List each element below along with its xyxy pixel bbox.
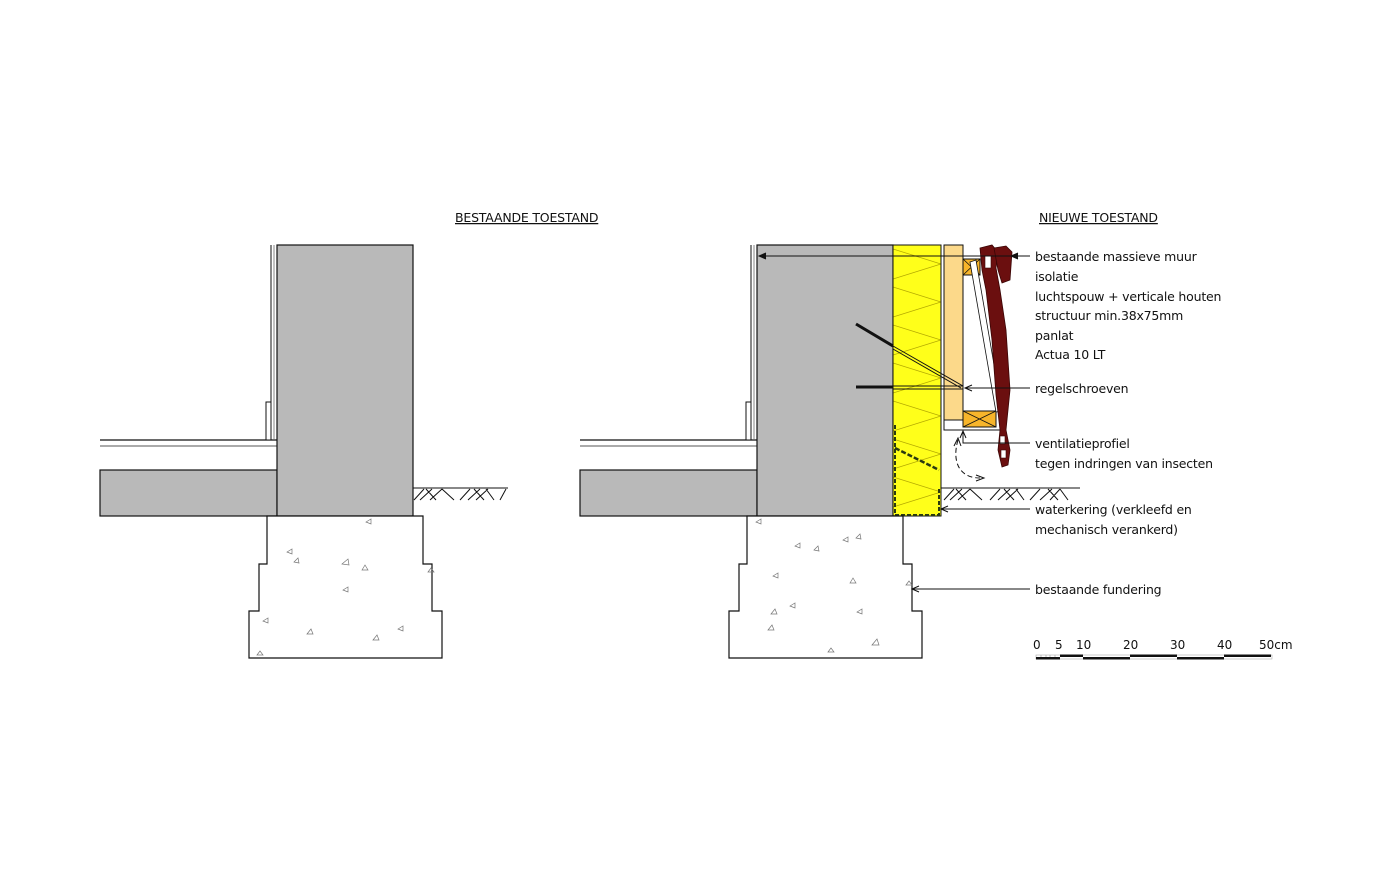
label-insulation: isolatie: [1035, 269, 1079, 284]
waterproofing-membrane: [894, 446, 940, 472]
cladding-panel-top-hook: [993, 245, 1013, 284]
concrete-aggregate: [256, 518, 435, 656]
airflow-arrowhead-icon: [953, 436, 962, 447]
label-insect-protection: tegen indringen van insecten: [1035, 456, 1213, 471]
waterproofing-membrane: [894, 425, 940, 516]
vertical-wooden-batten: [943, 244, 964, 421]
frame-screws: [855, 322, 964, 390]
scale-tick-20: 20: [1123, 638, 1138, 652]
label-counter-batten: panlat: [1035, 328, 1074, 343]
airflow-arrow: [955, 439, 981, 479]
label-screws: regelschroeven: [1035, 381, 1128, 396]
scale-tick-10: 10: [1076, 638, 1091, 652]
existing-wall: [276, 244, 414, 517]
scale-bar: 0 5 10 20 30 40 50cm: [1033, 638, 1293, 660]
panel-notch: [984, 255, 992, 269]
existing-foundation: [728, 515, 923, 659]
counter-batten-bottom: [962, 410, 997, 428]
panel-notch: [1000, 449, 1007, 459]
existing-foundation: [248, 515, 443, 659]
ground-hatch: [413, 487, 508, 501]
label-cladding: Actua 10 LT: [1035, 347, 1106, 362]
label-existing-wall: bestaande massieve muur: [1035, 249, 1198, 264]
ventilation-profile: [943, 420, 1003, 431]
label-ventilation-profile: ventilatieprofiel: [1035, 436, 1130, 451]
scale-tick-30: 30: [1170, 638, 1185, 652]
panel-notch: [999, 435, 1006, 445]
title-new: NIEUWE TOESTAND: [1039, 210, 1158, 225]
skirting-board: [265, 401, 272, 441]
insulation-layer: [892, 244, 942, 517]
label-waterproofing-cont: mechanisch verankerd): [1035, 522, 1178, 537]
scale-tick-0: 0: [1033, 638, 1041, 652]
title-existing: BESTAANDE TOESTAND: [455, 210, 598, 225]
floor-slab: [579, 469, 758, 517]
leader-lines: [757, 252, 1030, 593]
new-situation-section: NIEUWE TOESTAND: [579, 210, 1221, 659]
scale-tick-50: 50cm: [1259, 638, 1293, 652]
label-air-cavity: luchtspouw + verticale houten: [1035, 289, 1221, 304]
floor-slab: [99, 469, 278, 517]
label-structure: structuur min.38x75mm: [1035, 308, 1183, 323]
existing-situation-section: BESTAANDE TOESTAND: [99, 210, 598, 659]
scale-tick-5: 5: [1055, 638, 1063, 652]
cladding-panel-actua: [979, 244, 1011, 468]
label-foundation: bestaande fundering: [1035, 582, 1161, 597]
concrete-aggregate: [755, 518, 913, 653]
ground-hatch: [941, 487, 1080, 501]
existing-massive-wall: [756, 244, 894, 517]
skirting-board: [745, 401, 752, 441]
scale-tick-40: 40: [1217, 638, 1232, 652]
airflow-arrowhead-icon: [975, 474, 986, 482]
label-waterproofing: waterkering (verkleefd en: [1035, 502, 1192, 517]
